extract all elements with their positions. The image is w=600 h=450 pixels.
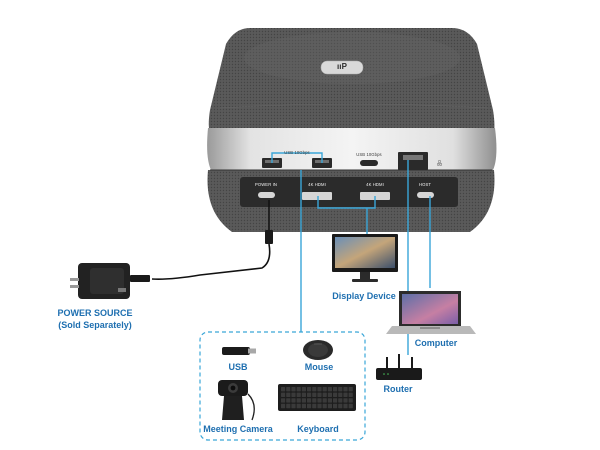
keycap	[317, 392, 322, 397]
keycap	[327, 387, 332, 392]
keycap	[286, 387, 291, 392]
mouse-label: Mouse	[304, 362, 334, 372]
keycap	[312, 392, 317, 397]
keycap	[312, 403, 317, 409]
keycap	[312, 387, 317, 392]
keycap	[327, 403, 332, 409]
router-label: Router	[383, 384, 413, 394]
power-adapter-icon	[70, 263, 130, 299]
usb-label: USB	[228, 362, 248, 372]
keycap	[338, 398, 343, 403]
hdmi-link	[317, 196, 376, 209]
keycap	[291, 392, 296, 397]
keycap	[333, 392, 338, 397]
keycap	[327, 392, 332, 397]
keycap	[281, 398, 286, 403]
host-label: HOST	[418, 182, 432, 187]
svg-text:品: 品	[437, 161, 442, 167]
router-icon	[376, 354, 422, 380]
keycap	[301, 387, 306, 392]
hdmi-port-1	[302, 192, 332, 200]
keycap	[312, 398, 317, 403]
ethernet-port	[398, 152, 428, 170]
hdmi-2-label: 4K HDMI	[366, 182, 384, 187]
keycap	[343, 392, 348, 397]
brand-logo	[320, 60, 364, 75]
connector-lines	[271, 152, 431, 355]
keycap	[281, 392, 286, 397]
keycap	[333, 387, 338, 392]
keycap	[281, 403, 286, 409]
keycap	[307, 392, 312, 397]
keycap	[286, 392, 291, 397]
keycap	[327, 398, 332, 403]
display-device-label: Display Device	[332, 291, 396, 301]
usb-drive-icon	[222, 347, 256, 355]
keycap	[322, 392, 327, 397]
front-port-panel	[240, 177, 458, 207]
keycap	[322, 387, 327, 392]
keycap	[296, 403, 301, 409]
keycap	[338, 392, 343, 397]
host-port	[417, 192, 434, 198]
power-source-title: POWER SOURCE	[57, 308, 133, 318]
webcam-icon	[218, 380, 255, 421]
keycap	[296, 398, 301, 403]
keycap	[343, 387, 348, 392]
keycap	[286, 403, 291, 409]
keycap	[307, 403, 312, 409]
mouse-icon	[303, 340, 333, 360]
usb-10gbps-single-label: USB 10Gbps	[356, 152, 382, 157]
keycap	[348, 392, 353, 397]
laptop-icon	[386, 291, 476, 334]
keycap	[348, 387, 353, 392]
keycap	[348, 398, 353, 403]
keycap	[307, 387, 312, 392]
power-in-port	[258, 192, 275, 198]
power-source-note: (Sold Separately)	[58, 320, 132, 330]
keycap	[348, 403, 353, 409]
keycap	[333, 398, 338, 403]
keycap	[291, 398, 296, 403]
keycap	[296, 387, 301, 392]
keycap	[296, 392, 301, 397]
keycap	[307, 398, 312, 403]
keycap	[291, 387, 296, 392]
power-cable	[130, 200, 273, 282]
keycap	[291, 403, 296, 409]
keycap	[301, 403, 306, 409]
keycap	[317, 398, 322, 403]
keycap	[343, 403, 348, 409]
keycap	[343, 398, 348, 403]
keycap	[333, 403, 338, 409]
power-in-label: POWER IN	[255, 182, 277, 187]
keycap	[301, 392, 306, 397]
computer-label: Computer	[414, 338, 458, 348]
power-source-label: POWER SOURCE (Sold Separately)	[57, 307, 132, 331]
keycap	[322, 398, 327, 403]
logo-text: ııP	[336, 62, 348, 71]
keycap	[301, 398, 306, 403]
keycap	[322, 403, 327, 409]
keycap	[281, 387, 286, 392]
keycap	[286, 398, 291, 403]
keycap	[338, 387, 343, 392]
keycap	[317, 403, 322, 409]
hdmi-1-label: 4K HDMI	[308, 182, 326, 187]
keycap	[317, 387, 322, 392]
meeting-camera-label: Meeting Camera	[203, 424, 273, 434]
keycap	[338, 403, 343, 409]
usb-10gbps-pair-label: USB 10Gbps	[284, 150, 310, 155]
usb-a-bracket	[271, 152, 323, 163]
monitor-icon	[332, 234, 398, 282]
keyboard-label: Keyboard	[297, 424, 339, 434]
usb-c-port-top	[360, 160, 378, 166]
